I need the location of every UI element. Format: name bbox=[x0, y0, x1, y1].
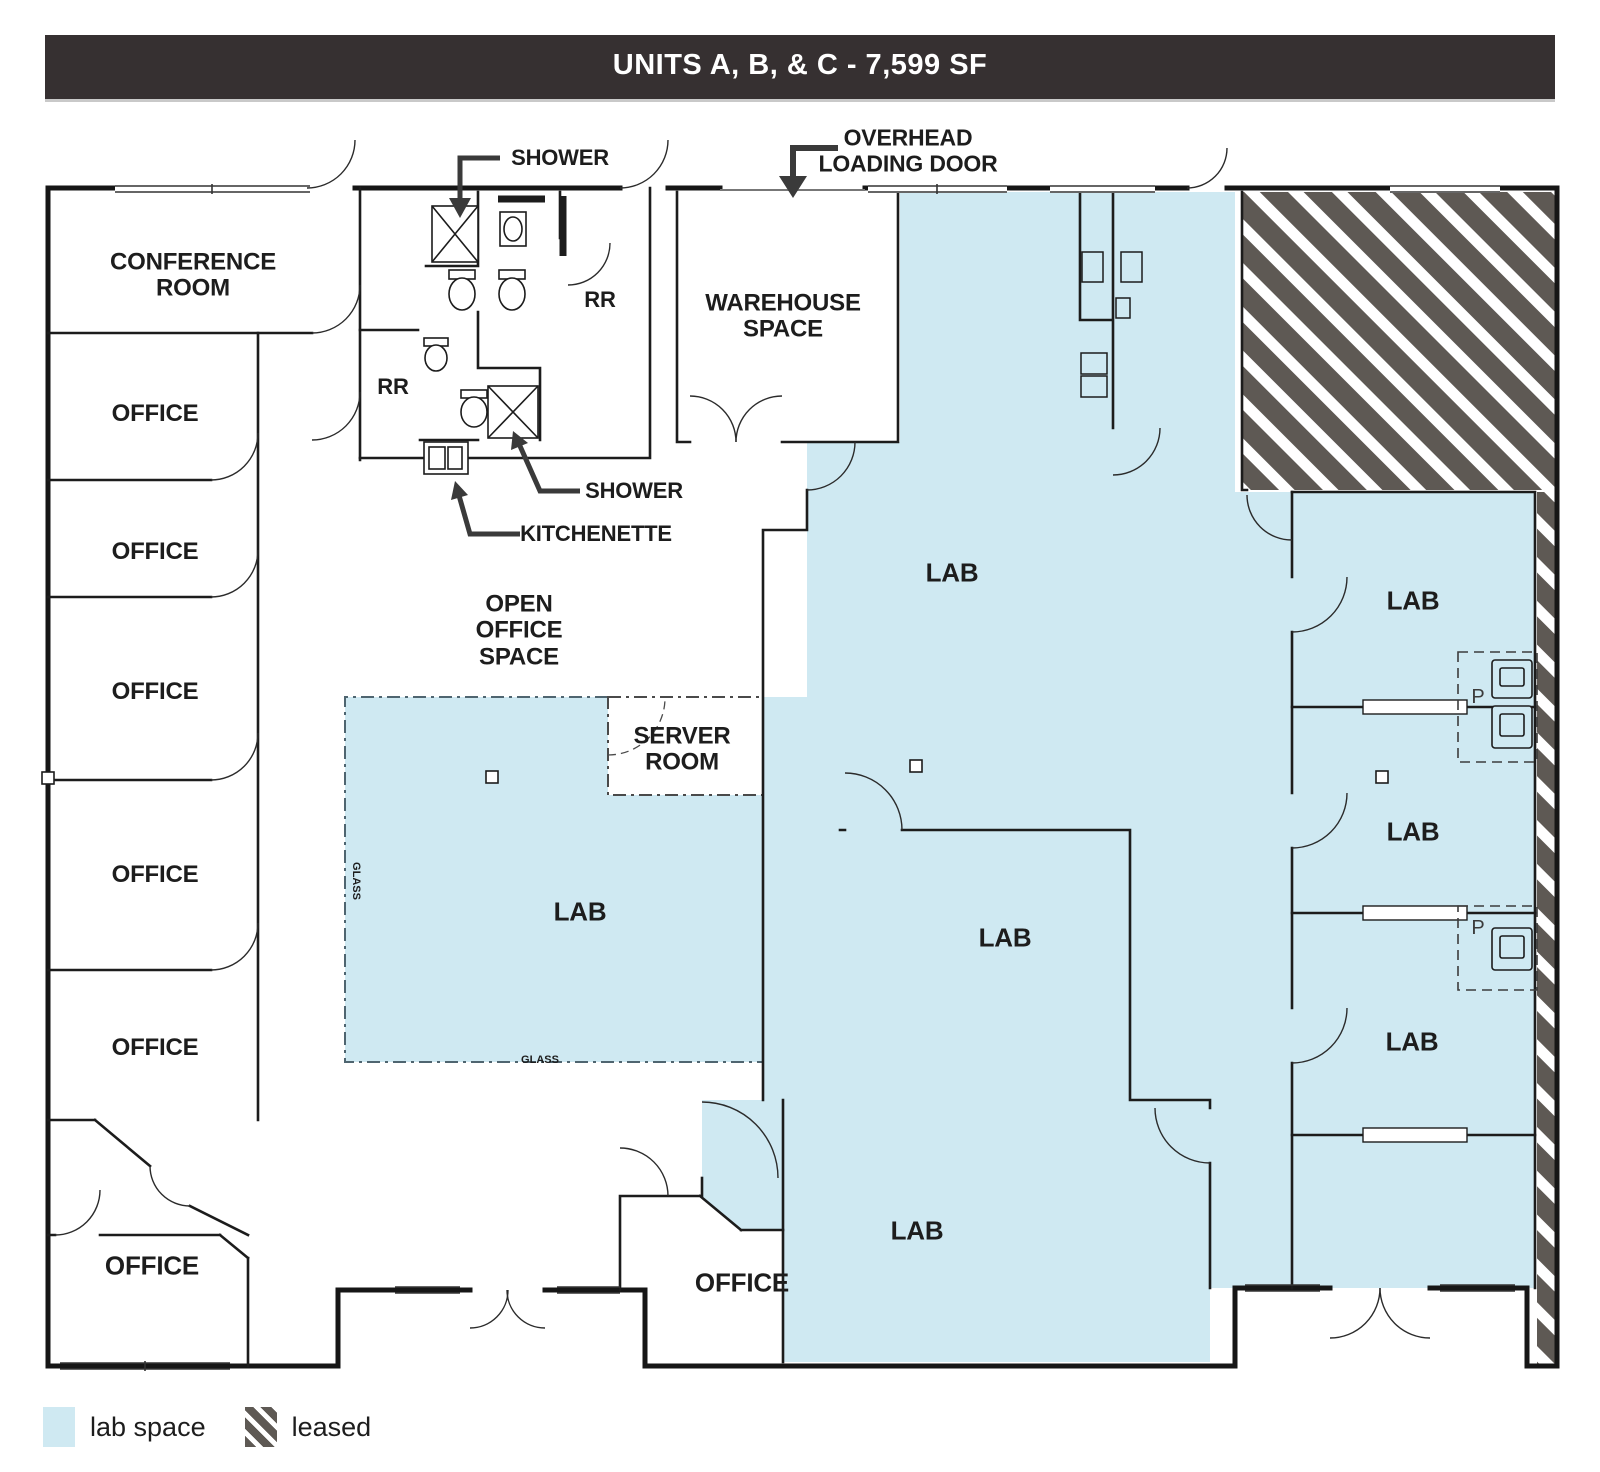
legend-leased-label: leased bbox=[291, 1411, 372, 1442]
room-label-lab-right-3: LAB bbox=[1385, 1026, 1439, 1057]
toilet bbox=[448, 269, 476, 311]
shower-stall-top bbox=[431, 205, 479, 263]
overhead-door-arrow bbox=[790, 145, 838, 176]
title-bar: UNITS A, B, & C - 7,599 SF bbox=[45, 35, 1555, 102]
p-station-label-1: P bbox=[1471, 686, 1485, 708]
toilet bbox=[460, 389, 488, 428]
lab-area-right-column bbox=[1292, 492, 1535, 1288]
shower-top-arrow bbox=[457, 155, 500, 200]
floor-markers bbox=[41, 759, 1389, 785]
p-station-label-2: P bbox=[1471, 917, 1485, 939]
room-label-conference: CONFERENCE ROOM bbox=[109, 248, 277, 302]
lab-bench-equipment bbox=[1115, 297, 1131, 319]
cased-openings bbox=[1362, 699, 1468, 1143]
annotation-shower-top: SHOWER bbox=[511, 144, 609, 170]
leased-area-right-strip bbox=[1537, 492, 1557, 1366]
arrowheads bbox=[449, 176, 807, 500]
leased-area-top-right bbox=[1242, 192, 1557, 490]
room-label-office-3: OFFICE bbox=[111, 677, 199, 705]
leased-areas bbox=[1242, 192, 1557, 1366]
page-title: UNITS A, B, & C - 7,599 SF bbox=[612, 49, 988, 81]
room-label-lab-right-1: LAB bbox=[1386, 585, 1440, 616]
room-label-lab-mid-right: LAB bbox=[978, 922, 1032, 953]
room-label-rr-right: RR bbox=[584, 286, 616, 312]
glass-wall-label-left: GLASS bbox=[350, 862, 363, 900]
shower-bottom-arrow bbox=[517, 444, 580, 494]
kitchenette-unit bbox=[423, 441, 469, 475]
p-equipment-stations bbox=[1457, 651, 1538, 991]
toilet bbox=[498, 269, 526, 311]
door-arcs bbox=[54, 139, 1431, 1339]
lab-area-central bbox=[702, 192, 1292, 1362]
room-label-lab-central: LAB bbox=[925, 557, 979, 588]
room-label-office-5: OFFICE bbox=[111, 1033, 199, 1061]
glass-wall-label-bottom: GLASS bbox=[521, 1053, 559, 1066]
counter bbox=[498, 195, 567, 256]
lab-bench-equipment bbox=[1080, 375, 1108, 398]
lab-bench-equipment bbox=[1080, 352, 1108, 375]
room-label-lab-glass: LAB bbox=[553, 896, 607, 927]
room-label-rr-left: RR bbox=[377, 373, 409, 399]
legend-leased-swatch bbox=[244, 1407, 277, 1447]
room-label-office-4: OFFICE bbox=[111, 860, 199, 888]
kitchenette-arrow bbox=[455, 491, 520, 537]
lab-equipment bbox=[1080, 251, 1143, 398]
room-label-lab-bottom: LAB bbox=[890, 1215, 944, 1246]
restroom-fixtures bbox=[423, 195, 567, 475]
windows bbox=[60, 183, 1515, 1371]
room-label-office-bottom-left: OFFICE bbox=[104, 1250, 200, 1281]
toilet bbox=[423, 337, 449, 372]
shower-stall-bottom bbox=[487, 385, 539, 439]
interior-walls bbox=[46, 186, 1537, 1368]
annotation-kitchenette: KITCHENETTE bbox=[520, 520, 672, 546]
legend-lab-space-swatch bbox=[43, 1407, 75, 1447]
annotation-arrows bbox=[455, 145, 838, 537]
lab-bench-equipment bbox=[1120, 251, 1143, 283]
room-label-lab-right-2: LAB bbox=[1386, 816, 1440, 847]
room-label-warehouse: WAREHOUSE SPACE bbox=[705, 289, 861, 343]
annotation-overhead-loading-door: OVERHEAD LOADING DOOR bbox=[818, 124, 998, 176]
lab-bench-equipment bbox=[1081, 251, 1104, 283]
glass-walls bbox=[344, 696, 763, 1063]
server-room-door-arc bbox=[607, 697, 666, 756]
urinal bbox=[499, 211, 527, 247]
server-room-area bbox=[607, 696, 764, 796]
room-label-office-1: OFFICE bbox=[111, 399, 199, 427]
legend-lab-space-label: lab space bbox=[90, 1411, 206, 1442]
room-label-server-room: SERVER ROOM bbox=[633, 722, 731, 776]
legend: lab space leased bbox=[43, 1407, 395, 1447]
annotation-shower-bottom: SHOWER bbox=[585, 477, 683, 503]
room-label-office-2: OFFICE bbox=[111, 537, 199, 565]
room-label-open-office: OPEN OFFICE SPACE bbox=[475, 590, 563, 671]
room-label-office-bottom-center: OFFICE bbox=[694, 1267, 790, 1298]
